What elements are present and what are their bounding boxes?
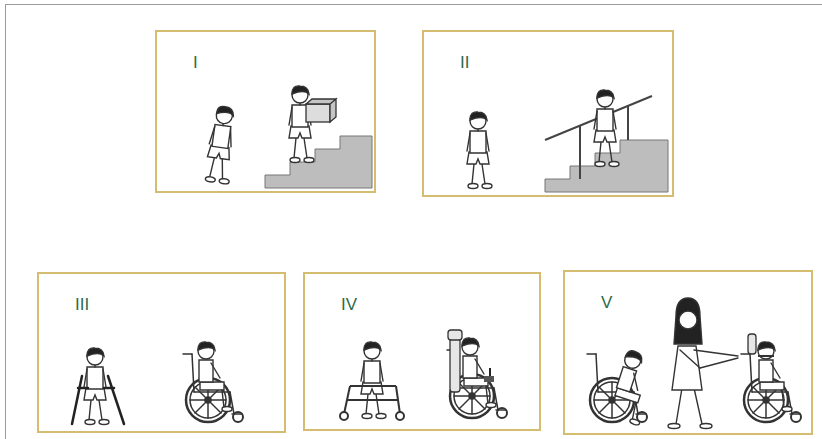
level-panel: V <box>563 270 813 435</box>
child-with-walker <box>340 412 348 420</box>
level-numeral: I <box>193 54 198 72</box>
adult-pushing <box>694 388 702 424</box>
adult-pushing <box>700 424 712 429</box>
child-with-crutches <box>108 376 124 424</box>
child-in-power-wheelchair <box>450 338 460 392</box>
level-panel: IV <box>303 272 541 431</box>
child-climbing-with-rail <box>594 90 619 167</box>
level-panel: II <box>422 30 674 197</box>
stairs <box>545 140 668 192</box>
handrail <box>579 126 581 179</box>
child-in-wheelchair <box>198 342 232 412</box>
adult-pushing <box>676 388 682 424</box>
handrail <box>545 96 652 140</box>
handrail <box>545 96 652 179</box>
child-in-power-wheelchair <box>447 330 507 418</box>
child-with-crutches <box>84 348 109 425</box>
handrail <box>627 106 629 140</box>
child-slumped-in-wheelchair <box>587 349 660 426</box>
child-carrying-box <box>306 99 336 122</box>
adult-pushing <box>668 424 680 429</box>
child-slumped-in-wheelchair <box>587 354 647 422</box>
adult-pushing <box>672 346 702 390</box>
child-in-power-wheelchair <box>447 350 507 418</box>
adult-pushing <box>700 358 738 368</box>
child-in-supported-wheelchair <box>758 355 774 357</box>
child-carrying-box <box>289 86 336 163</box>
adult-pushing <box>668 298 738 429</box>
child-with-crutches <box>104 387 114 390</box>
child-in-supported-wheelchair <box>748 334 756 354</box>
stairs <box>265 136 372 188</box>
child-with-crutches <box>78 387 88 390</box>
child-slumped-in-wheelchair <box>606 349 660 426</box>
stairs <box>265 136 372 188</box>
level-numeral: V <box>601 294 612 312</box>
child-with-walker <box>340 386 404 420</box>
child-in-power-wheelchair <box>489 368 491 376</box>
child-in-supported-wheelchair <box>741 354 801 422</box>
child-with-walker <box>347 399 398 401</box>
adult-pushing <box>679 311 697 329</box>
child-with-crutches <box>72 348 124 425</box>
child-with-walker <box>340 342 404 420</box>
child-in-power-wheelchair <box>448 330 462 340</box>
child-in-power-wheelchair <box>462 338 496 408</box>
child-with-walker <box>361 342 386 419</box>
level-numeral: III <box>75 296 89 314</box>
child-with-walker <box>396 386 400 414</box>
child-with-walker <box>350 385 396 387</box>
child-with-crutches <box>72 376 82 424</box>
level-panel: I <box>155 30 376 193</box>
child-climbing-with-rail <box>594 90 619 167</box>
child-in-power-wheelchair <box>484 376 494 382</box>
adult-pushing <box>694 350 738 356</box>
child-carrying-box <box>306 104 330 122</box>
stairs <box>545 140 668 192</box>
child-carrying-box <box>289 86 314 163</box>
child-with-walker <box>344 386 350 414</box>
running-child <box>204 105 239 184</box>
adult-pushing <box>674 298 702 344</box>
running-child <box>204 105 239 184</box>
child-in-wheelchair <box>183 354 243 422</box>
level-panel: III <box>37 272 286 433</box>
child-with-crutches <box>72 376 124 424</box>
level-numeral: IV <box>341 296 357 314</box>
child-in-supported-wheelchair <box>758 342 792 412</box>
child-in-wheelchair <box>183 342 243 422</box>
walking-child <box>467 112 492 189</box>
adult-pushing <box>680 350 700 368</box>
walking-child <box>467 112 492 189</box>
child-in-supported-wheelchair <box>741 334 801 422</box>
level-numeral: II <box>460 54 469 72</box>
child-with-walker <box>396 412 404 420</box>
